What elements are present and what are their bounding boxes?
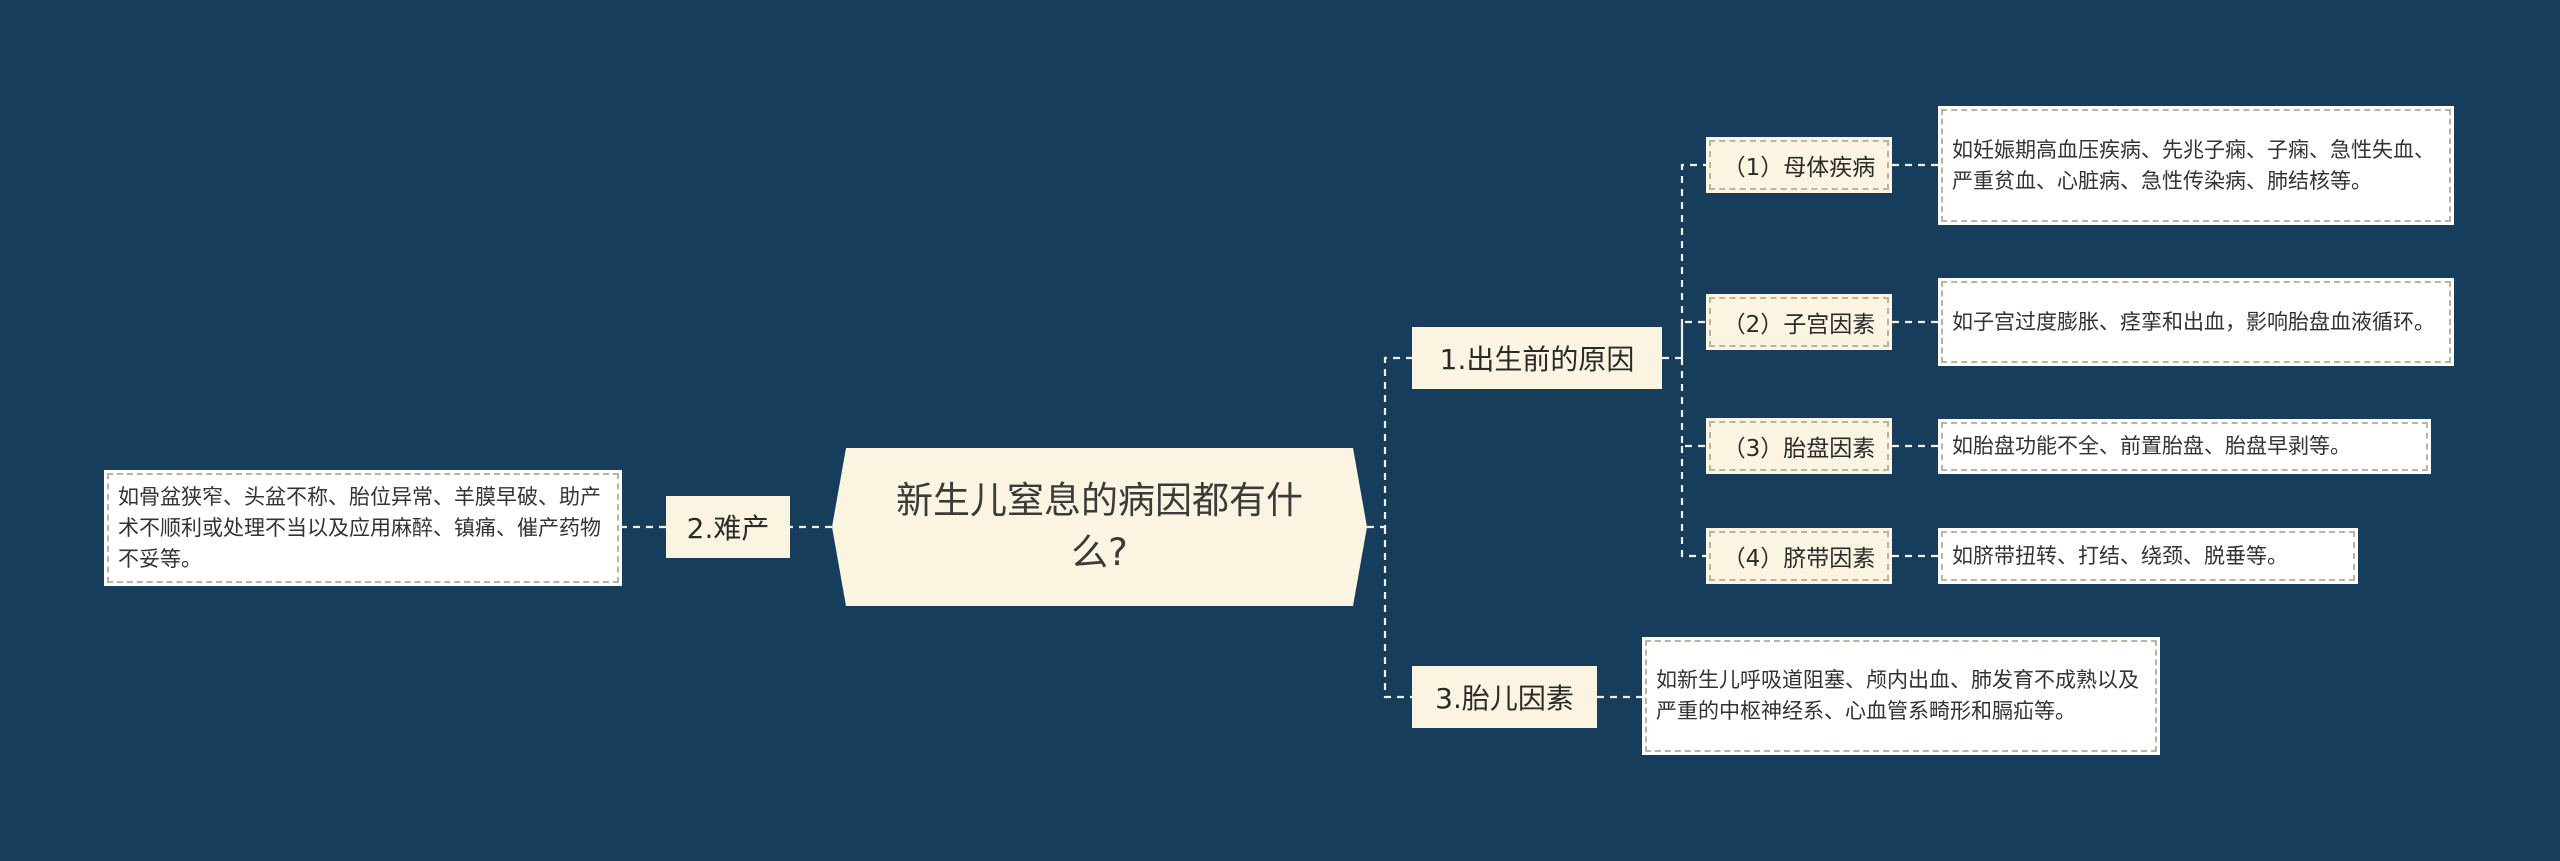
- leaf-umbilical-text: 如脐带扭转、打结、绕颈、脱垂等。: [1952, 543, 2288, 568]
- branch-dystocia-label: 2.难产: [686, 512, 770, 545]
- link-prenatal-uterine: [1680, 320, 1706, 358]
- branch-fetal-label: 3.胎儿因素: [1435, 682, 1574, 715]
- branch-fetal[interactable]: 3.胎儿因素: [1412, 666, 1597, 728]
- leaf-maternal-text: 如妊娠期高血压疾病、先兆子痫、子痫、急性失血、严重贫血、心脏病、急性传染病、肺结…: [1952, 137, 2435, 193]
- leaf-uterine-text: 如子宫过度膨胀、痉挛和出血，影响胎盘血液循环。: [1952, 309, 2435, 334]
- leaf-uterine[interactable]: 如子宫过度膨胀、痉挛和出血，影响胎盘血液循环。: [1938, 278, 2454, 366]
- sub-maternal[interactable]: （1）母体疾病: [1706, 137, 1892, 193]
- leaf-maternal[interactable]: 如妊娠期高血压疾病、先兆子痫、子痫、急性失血、严重贫血、心脏病、急性传染病、肺结…: [1938, 106, 2454, 225]
- link-root-prenatal: [1367, 356, 1412, 529]
- leaf-fetal-text: 如新生儿呼吸道阻塞、颅内出血、肺发育不成熟以及严重的中枢神经系、心血管系畸形和膈…: [1656, 668, 2139, 723]
- sub-uterine[interactable]: （2）子宫因素: [1706, 294, 1892, 350]
- link-root-fetal: [1383, 527, 1412, 699]
- leaf-fetal[interactable]: 如新生儿呼吸道阻塞、颅内出血、肺发育不成熟以及严重的中枢神经系、心血管系畸形和膈…: [1642, 637, 2160, 755]
- sub-umbilical[interactable]: （4）脐带因素: [1706, 528, 1892, 584]
- leaf-placental[interactable]: 如胎盘功能不全、前置胎盘、胎盘早剥等。: [1938, 419, 2431, 474]
- leaf-dystocia[interactable]: 如骨盆狭窄、头盆不称、胎位异常、羊膜早破、助产术不顺利或处理不当以及应用麻醉、镇…: [104, 470, 622, 586]
- branch-dystocia[interactable]: 2.难产: [666, 496, 790, 558]
- sub-maternal-label: （1）母体疾病: [1722, 155, 1876, 181]
- link-prenatal-umbilical: [1680, 446, 1706, 558]
- root-topic-label: 新生儿窒息的病因都有什么?: [896, 479, 1303, 574]
- sub-placental[interactable]: （3）胎盘因素: [1706, 418, 1892, 474]
- root-topic[interactable]: 新生儿窒息的病因都有什么?: [832, 448, 1367, 606]
- leaf-dystocia-text: 如骨盆狭窄、头盆不称、胎位异常、羊膜早破、助产术不顺利或处理不当以及应用麻醉、镇…: [118, 484, 601, 571]
- sub-placental-label: （3）胎盘因素: [1722, 436, 1876, 462]
- link-prenatal-placental: [1680, 358, 1706, 448]
- leaf-placental-text: 如胎盘功能不全、前置胎盘、胎盘早剥等。: [1952, 434, 2351, 458]
- branch-prenatal-label: 1.出生前的原因: [1439, 343, 1635, 376]
- branch-prenatal[interactable]: 1.出生前的原因: [1412, 327, 1662, 389]
- leaf-umbilical[interactable]: 如脐带扭转、打结、绕颈、脱垂等。: [1938, 528, 2358, 584]
- sub-umbilical-label: （4）脐带因素: [1722, 546, 1876, 572]
- link-prenatal-maternal: [1662, 163, 1706, 360]
- sub-uterine-label: （2）子宫因素: [1722, 312, 1876, 338]
